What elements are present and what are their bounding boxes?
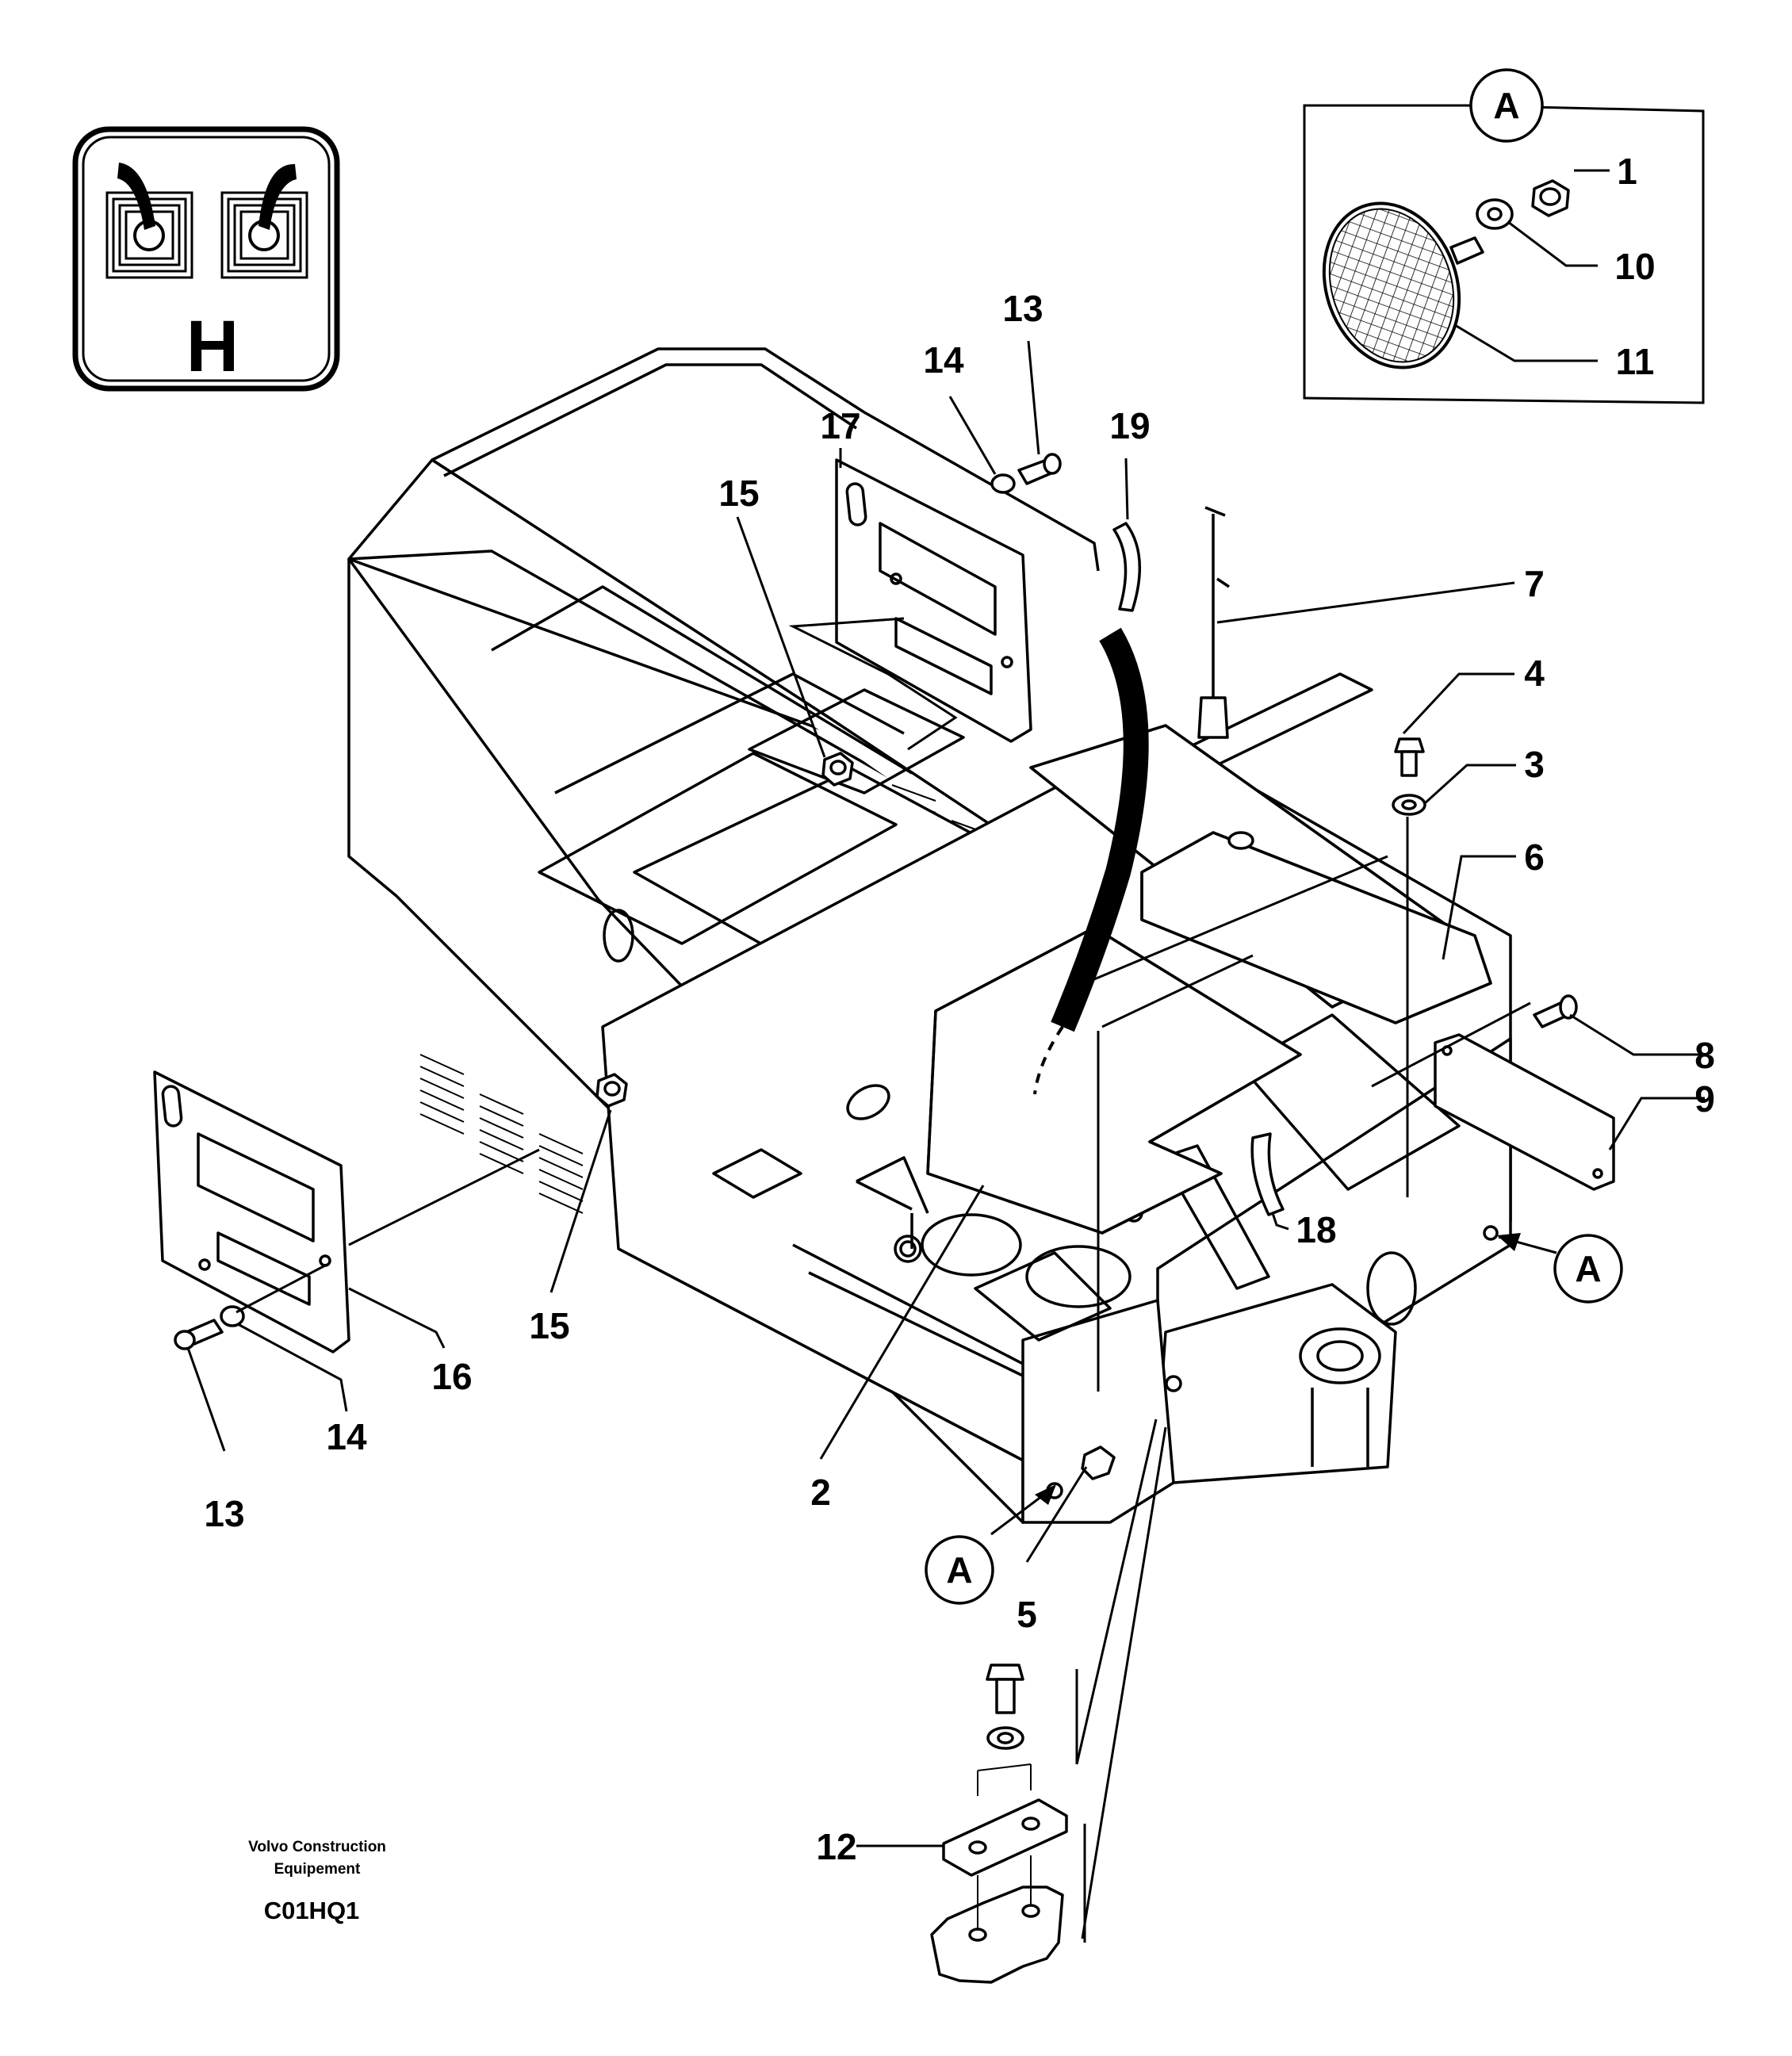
callout-2: 2 <box>810 1472 831 1513</box>
callout-3: 3 <box>1524 744 1545 785</box>
callout-15-lower: 15 <box>529 1305 569 1346</box>
callout-9: 9 <box>1694 1078 1715 1120</box>
bolt-part <box>1394 737 1425 777</box>
side-plate-left <box>153 1070 350 1353</box>
svg-text:A: A <box>1575 1248 1601 1289</box>
callout-13-top: 13 <box>1002 288 1043 329</box>
switch-part <box>1081 1445 1116 1480</box>
callout-15-top: 15 <box>718 473 759 514</box>
leader-lines <box>186 340 1705 1943</box>
side-plate-top <box>835 458 1032 743</box>
control-pattern-h-icon: H <box>72 126 340 392</box>
detail-a-marker-label: A <box>1493 85 1519 126</box>
nut-part <box>595 1073 628 1108</box>
callout-7: 7 <box>1524 563 1545 604</box>
callout-11: 11 <box>1616 341 1655 382</box>
callout-4: 4 <box>1524 653 1545 694</box>
svg-text:A: A <box>946 1549 972 1591</box>
bolt-part <box>174 1319 224 1350</box>
bolt-part <box>1533 994 1578 1028</box>
bracket-12-detail <box>930 1664 1068 1984</box>
floor-mat-right <box>1140 831 1492 1024</box>
washer-part <box>1476 198 1514 230</box>
rod-part <box>1197 506 1230 739</box>
left-joystick-icon <box>105 163 193 279</box>
hose-part <box>1033 522 1149 1095</box>
clip-part <box>1250 1132 1285 1216</box>
callout-8: 8 <box>1694 1035 1715 1076</box>
floor-mat-center <box>926 926 1302 1235</box>
drawing-code: C01HQ1 <box>264 1897 360 1924</box>
detail-a-inset: A <box>1303 68 1705 404</box>
callout-17: 17 <box>820 405 860 446</box>
nut-part <box>821 752 854 787</box>
footer: Volvo Construction Equipement C01HQ1 <box>248 1839 386 1924</box>
washer-part <box>1392 794 1426 816</box>
callout-6: 6 <box>1524 837 1545 878</box>
washer-part <box>986 1726 1024 1750</box>
right-joystick-icon <box>220 163 308 279</box>
nut-part <box>1531 179 1570 217</box>
callout-14-top: 14 <box>923 339 964 381</box>
reference-marker-a-lower: A <box>925 1535 994 1605</box>
callout-12: 12 <box>816 1826 856 1867</box>
icon-letter: H <box>186 306 239 387</box>
callout-16: 16 <box>431 1356 472 1397</box>
callout-13-lower: 13 <box>204 1493 244 1534</box>
callout-labels: 1 10 11 13 14 17 19 15 7 4 3 6 8 9 18 15… <box>204 151 1714 1867</box>
reference-marker-a-right: A <box>1553 1234 1623 1304</box>
callout-18: 18 <box>1296 1209 1336 1250</box>
callout-5: 5 <box>1017 1594 1037 1635</box>
publisher-line-2: Equipement <box>274 1861 361 1878</box>
callout-14-lower: 14 <box>326 1416 367 1457</box>
washer-part <box>990 473 1016 494</box>
bolt-part <box>986 1664 1024 1714</box>
callout-1: 1 <box>1617 151 1637 192</box>
callout-10: 10 <box>1614 246 1655 287</box>
reflector-part <box>1322 201 1484 369</box>
detail-a-marker <box>1469 68 1544 143</box>
bolt-part <box>1017 453 1062 485</box>
callout-19: 19 <box>1109 405 1150 446</box>
publisher-line-1: Volvo Construction <box>248 1839 386 1855</box>
